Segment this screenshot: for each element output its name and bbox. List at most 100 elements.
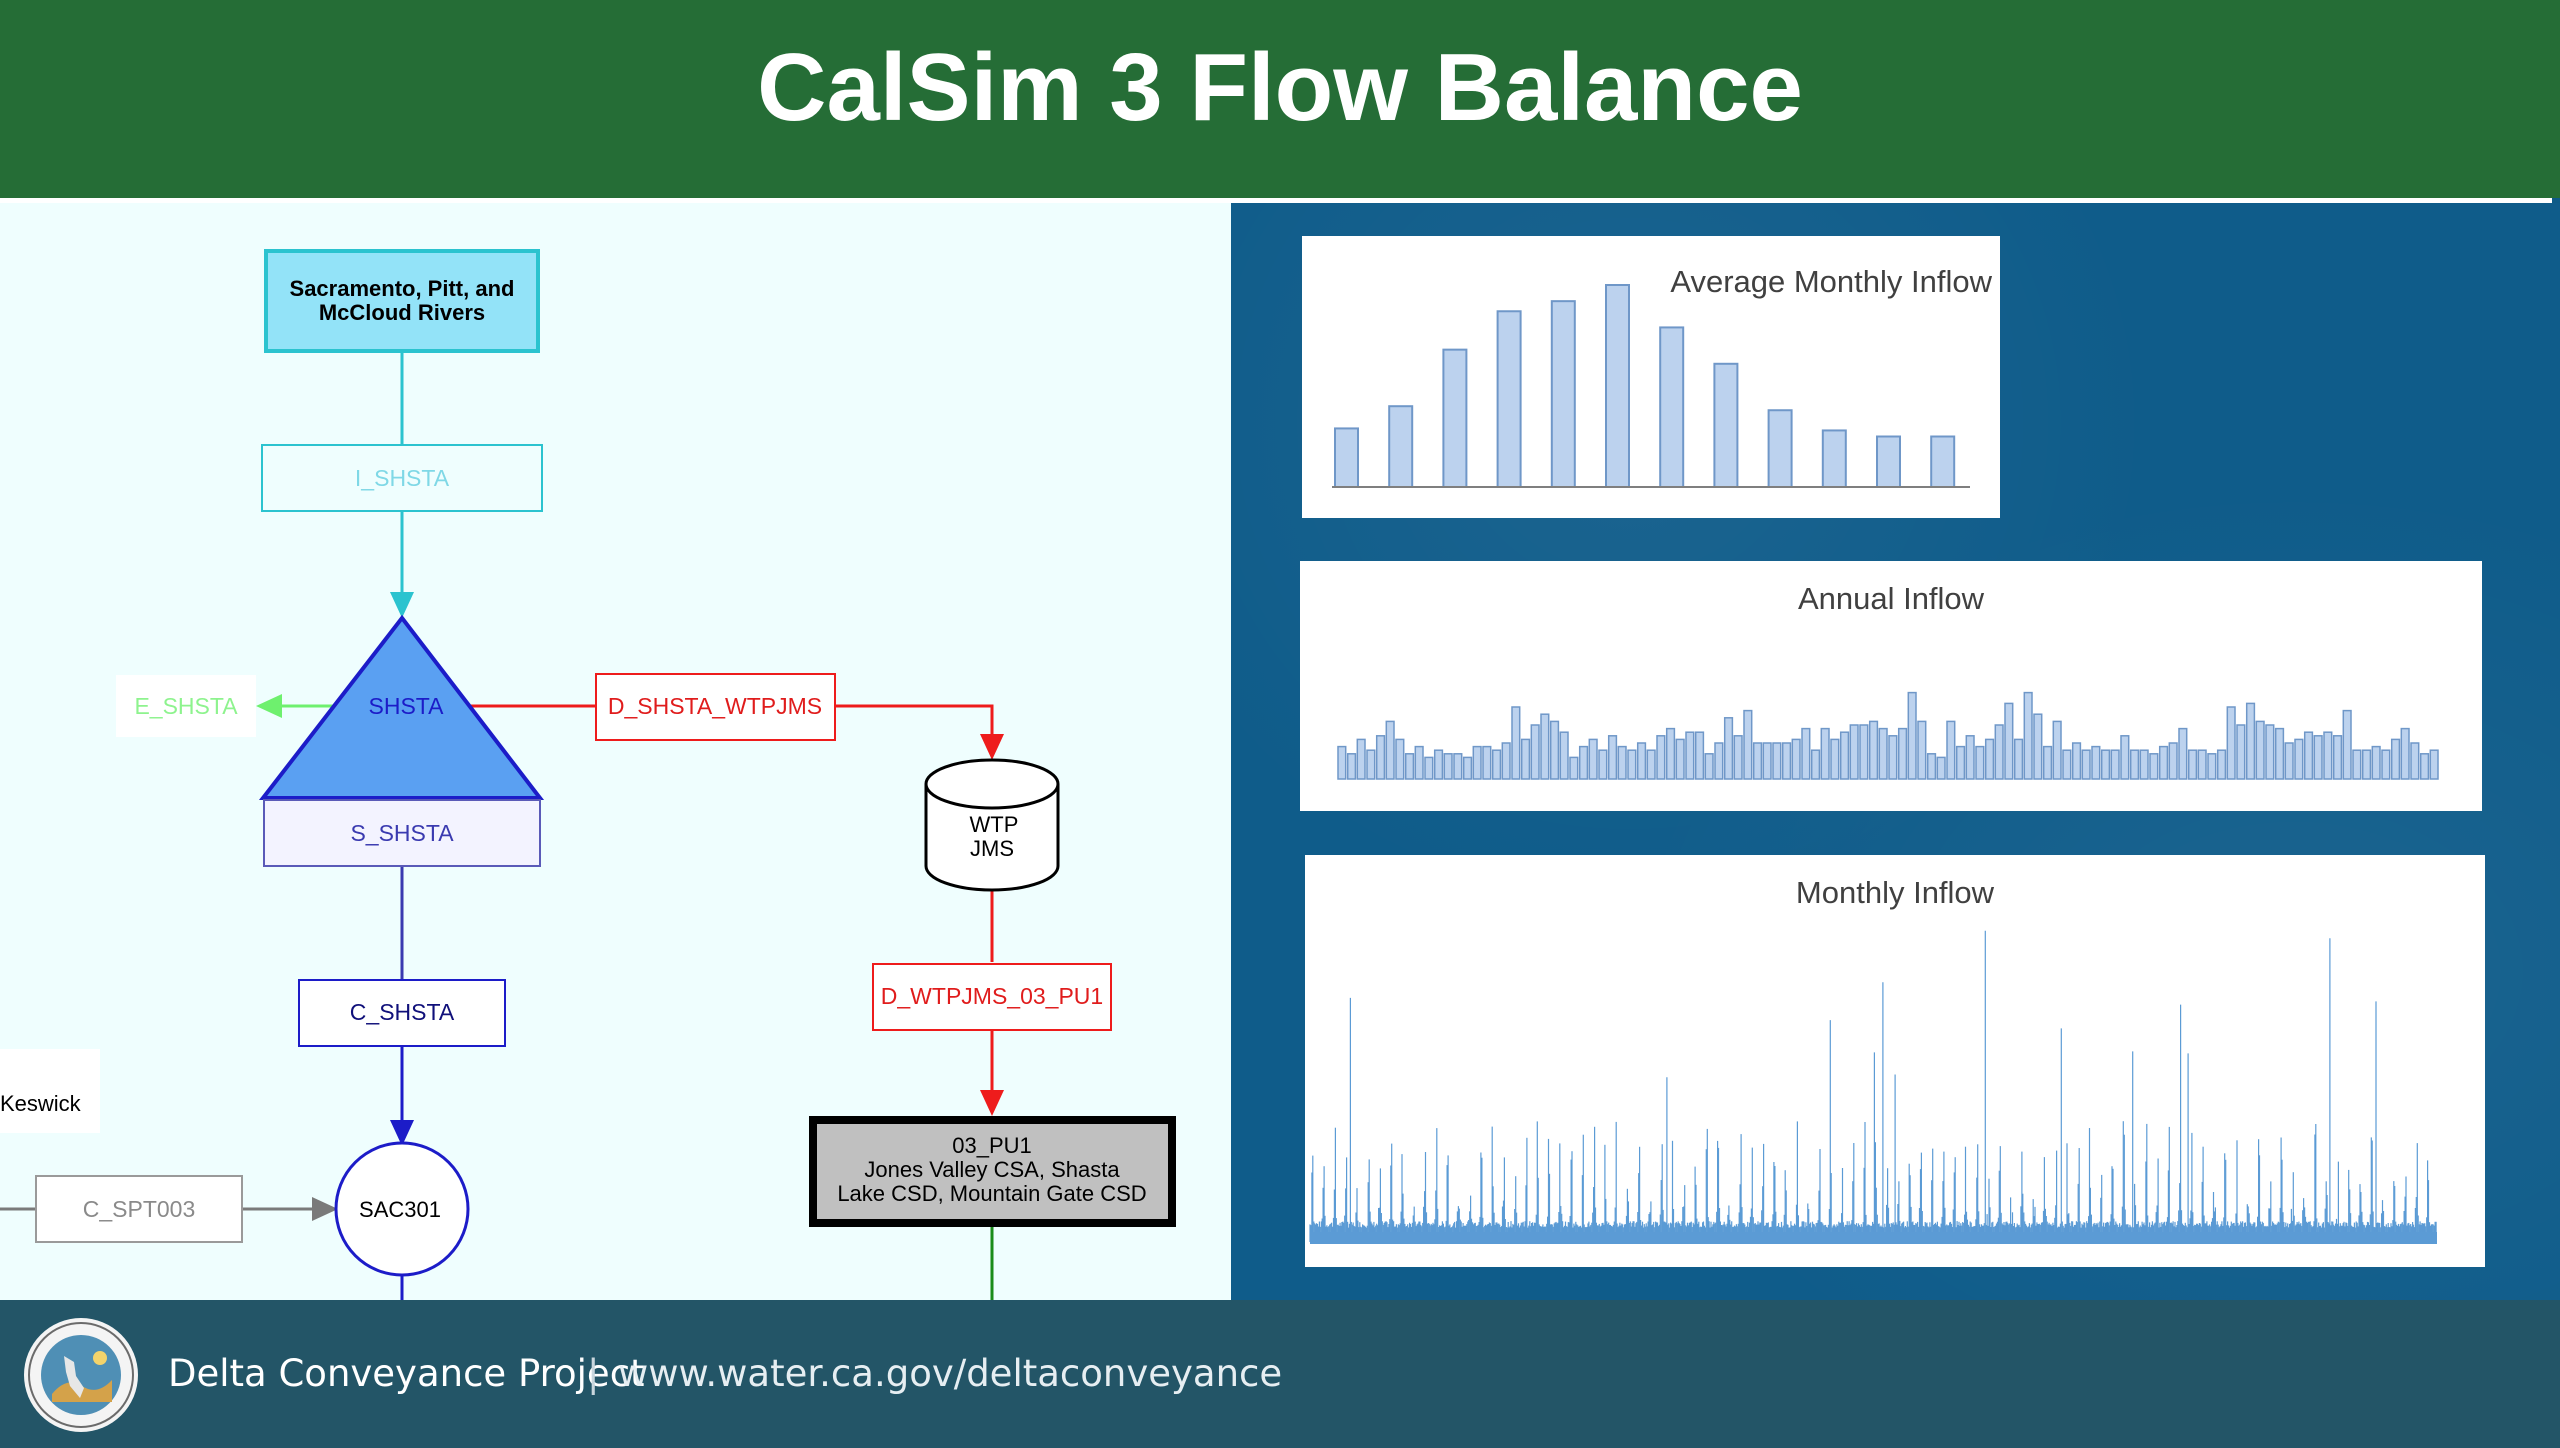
bar-year-39 <box>1704 753 1714 780</box>
bar-year-114 <box>2429 749 2439 780</box>
bar-year-108 <box>2371 745 2381 780</box>
bar-year-83 <box>2129 749 2140 780</box>
bar-year-84 <box>2139 749 2149 780</box>
wtp-jms-top <box>924 758 1060 810</box>
bar-year-8 <box>1404 753 1415 780</box>
bar-year-49 <box>1801 727 1811 780</box>
bar-year-3 <box>1356 738 1366 780</box>
bar-year-95 <box>2245 702 2256 780</box>
bar-year-28 <box>1598 749 1608 780</box>
bar-year-11 <box>1433 749 1444 780</box>
bar-year-93 <box>2226 706 2236 780</box>
bar-year-111 <box>2400 727 2410 780</box>
edge-diversion-to-wtp <box>835 704 994 734</box>
bar-year-92 <box>2216 749 2227 780</box>
demand-03-pu1-line3: Lake CSD, Mountain Gate CSD <box>837 1181 1146 1206</box>
bar-year-12 <box>1443 753 1453 780</box>
bar-year-40 <box>1714 742 1724 780</box>
inflow-i-shsta-label: I_SHSTA <box>355 465 450 491</box>
bar-year-26 <box>1578 745 1589 780</box>
bar-month-1 <box>1334 427 1359 488</box>
source-node[interactable] <box>264 249 540 353</box>
bar-month-12 <box>1930 435 1956 488</box>
diversion-d-shsta-wtpjms-label: D_SHSTA_WTPJMS <box>608 693 822 719</box>
bar-year-70 <box>2004 702 2014 780</box>
average-monthly-inflow-chart: Average Monthly Inflow <box>1302 236 2000 518</box>
bar-year-102 <box>2313 735 2323 780</box>
shasta-reservoir-label: SHSTA <box>369 693 445 719</box>
bar-year-36 <box>1675 738 1685 780</box>
bar-year-47 <box>1781 742 1792 780</box>
bar-year-35 <box>1665 727 1676 780</box>
keswick-label: Keswick <box>0 1091 82 1116</box>
bar-year-4 <box>1366 749 1376 780</box>
source-label-line2: McCloud Rivers <box>319 300 485 325</box>
wtp-jms-node[interactable] <box>924 784 1060 892</box>
arrowhead-spt003 <box>312 1197 338 1221</box>
bar-year-104 <box>2332 735 2343 780</box>
bar-year-62 <box>1926 753 1937 780</box>
shasta-reservoir-node[interactable] <box>258 614 545 800</box>
bar-year-5 <box>1375 735 1386 780</box>
bar-month-4 <box>1496 310 1522 489</box>
bar-month-5 <box>1550 300 1576 488</box>
annual-inflow-bars <box>1337 691 2439 780</box>
bar-year-22 <box>1540 713 1550 780</box>
channel-c-spt003-node[interactable] <box>35 1175 243 1243</box>
bar-year-23 <box>1549 720 1560 780</box>
bar-year-77 <box>2071 742 2082 780</box>
wtp-jms-label-line2: JMS <box>970 836 1014 861</box>
arrowhead-sac301 <box>390 1120 414 1146</box>
title-divider <box>0 198 2552 203</box>
keswick-node[interactable] <box>0 1049 100 1133</box>
bar-year-100 <box>2294 738 2304 780</box>
bar-year-91 <box>2207 753 2217 780</box>
bar-year-64 <box>1946 720 1956 780</box>
junction-sac301-node[interactable] <box>334 1141 470 1277</box>
delivery-d-wtpjms-03-pu1-node[interactable] <box>872 963 1112 1031</box>
bar-month-9 <box>1767 409 1793 489</box>
demand-03-pu1-line2: Jones Valley CSA, Shasta <box>864 1157 1120 1182</box>
bar-year-7 <box>1395 738 1405 780</box>
bar-month-6 <box>1605 284 1630 488</box>
bar-year-42 <box>1733 735 1743 780</box>
bar-year-76 <box>2062 749 2072 780</box>
footer-url-link[interactable]: www.water.ca.gov/deltaconveyance <box>618 1352 1283 1395</box>
bar-year-14 <box>1462 756 1473 780</box>
bar-year-82 <box>2120 735 2130 780</box>
chart-title-monthly: Monthly Inflow <box>1795 875 1995 910</box>
bar-year-16 <box>1482 745 1492 780</box>
bar-year-86 <box>2158 745 2169 780</box>
bar-year-50 <box>1810 749 1821 780</box>
diversion-d-shsta-wtpjms-node[interactable] <box>595 673 836 741</box>
bar-year-87 <box>2168 742 2178 780</box>
bar-year-101 <box>2303 731 2314 780</box>
bar-year-25 <box>1569 756 1579 780</box>
bar-year-90 <box>2197 749 2207 780</box>
bar-year-13 <box>1453 753 1463 780</box>
bar-year-32 <box>1636 742 1647 780</box>
bar-year-41 <box>1723 717 1734 780</box>
bar-year-81 <box>2110 749 2120 780</box>
inflow-i-shsta-node[interactable] <box>261 444 543 512</box>
monthly-inflow-chart: Monthly Inflow <box>1305 855 2485 1267</box>
release-c-shsta-node[interactable] <box>298 979 506 1047</box>
bar-year-10 <box>1424 756 1434 780</box>
bar-year-69 <box>1994 724 2004 780</box>
bar-year-106 <box>2352 749 2362 780</box>
bar-year-89 <box>2187 749 2198 780</box>
bar-year-65 <box>1955 745 1966 780</box>
evap-e-shsta-node[interactable] <box>116 675 256 737</box>
bar-year-71 <box>2013 738 2024 780</box>
bar-year-80 <box>2100 749 2111 780</box>
monthly-series <box>1309 930 2437 1242</box>
bar-year-107 <box>2361 749 2372 780</box>
bar-year-74 <box>2042 745 2053 780</box>
bar-year-45 <box>1762 742 1772 780</box>
storage-s-shsta-node[interactable] <box>263 799 541 867</box>
bar-year-113 <box>2419 753 2430 780</box>
wtp-jms-label-line1: WTP <box>970 812 1019 837</box>
bar-year-97 <box>2265 724 2275 780</box>
bar-year-75 <box>2052 720 2062 780</box>
dwr-seal-icon <box>24 1318 138 1432</box>
